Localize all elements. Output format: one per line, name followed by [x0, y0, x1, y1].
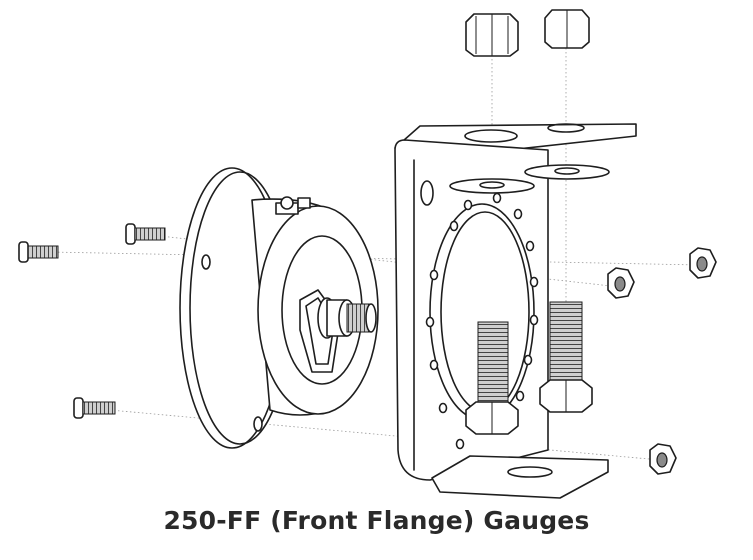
- hex-nut-top-right: [544, 9, 590, 49]
- hex-nut-top-left: [465, 13, 519, 57]
- screw-upper-middle: [125, 223, 166, 245]
- bracket-mounting-holes: [425, 192, 539, 450]
- screw-bottom-left: [73, 397, 116, 419]
- bolt-left: [465, 321, 519, 435]
- nut-right-lower: [649, 443, 677, 475]
- screw-top-left: [18, 241, 59, 263]
- bolt-right: [539, 301, 593, 413]
- nut-middle: [607, 267, 635, 299]
- washer-left: [449, 178, 535, 194]
- exploded-assembly-diagram: [18, 9, 717, 499]
- washer-right: [524, 164, 610, 180]
- assembly-axis-lines: [49, 48, 701, 461]
- gauge-stem: [317, 297, 377, 339]
- nut-right-upper: [689, 247, 717, 279]
- diagram-caption: 250-FF (Front Flange) Gauges: [163, 506, 590, 535]
